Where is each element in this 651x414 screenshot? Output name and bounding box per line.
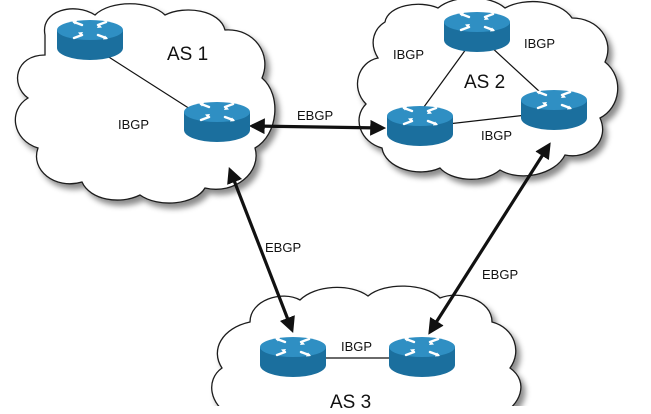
ebgp-as1-as3-label: EBGP [265, 240, 302, 255]
router-icon [442, 10, 512, 54]
ebgp-as2-as3-label: EBGP [482, 267, 519, 282]
as2-ibgp-left-label: IBGP [393, 47, 425, 62]
as1-title: AS 1 [167, 44, 209, 65]
router-icon [387, 335, 457, 379]
router-icon [182, 100, 252, 144]
as1-ibgp-label: IBGP [118, 117, 150, 132]
router-icon [385, 104, 455, 148]
ebgp-as1-as2-arrow [248, 118, 387, 136]
as2-ibgp-bottom-label: IBGP [481, 128, 513, 143]
ebgp-as2-as3-arrow [428, 142, 551, 335]
as3-title: AS 3 [330, 392, 372, 413]
router-icon [55, 18, 125, 62]
router-icon [258, 335, 328, 379]
as3-ibgp-label: IBGP [341, 339, 373, 354]
as2-ibgp-right-label: IBGP [524, 36, 556, 51]
ebgp-as1-as3-arrow [227, 167, 295, 333]
ebgp-as1-as2-label: EBGP [297, 108, 334, 123]
as2-title: AS 2 [464, 72, 506, 93]
router-icon [519, 88, 589, 132]
as1-cloud [14, 3, 276, 204]
